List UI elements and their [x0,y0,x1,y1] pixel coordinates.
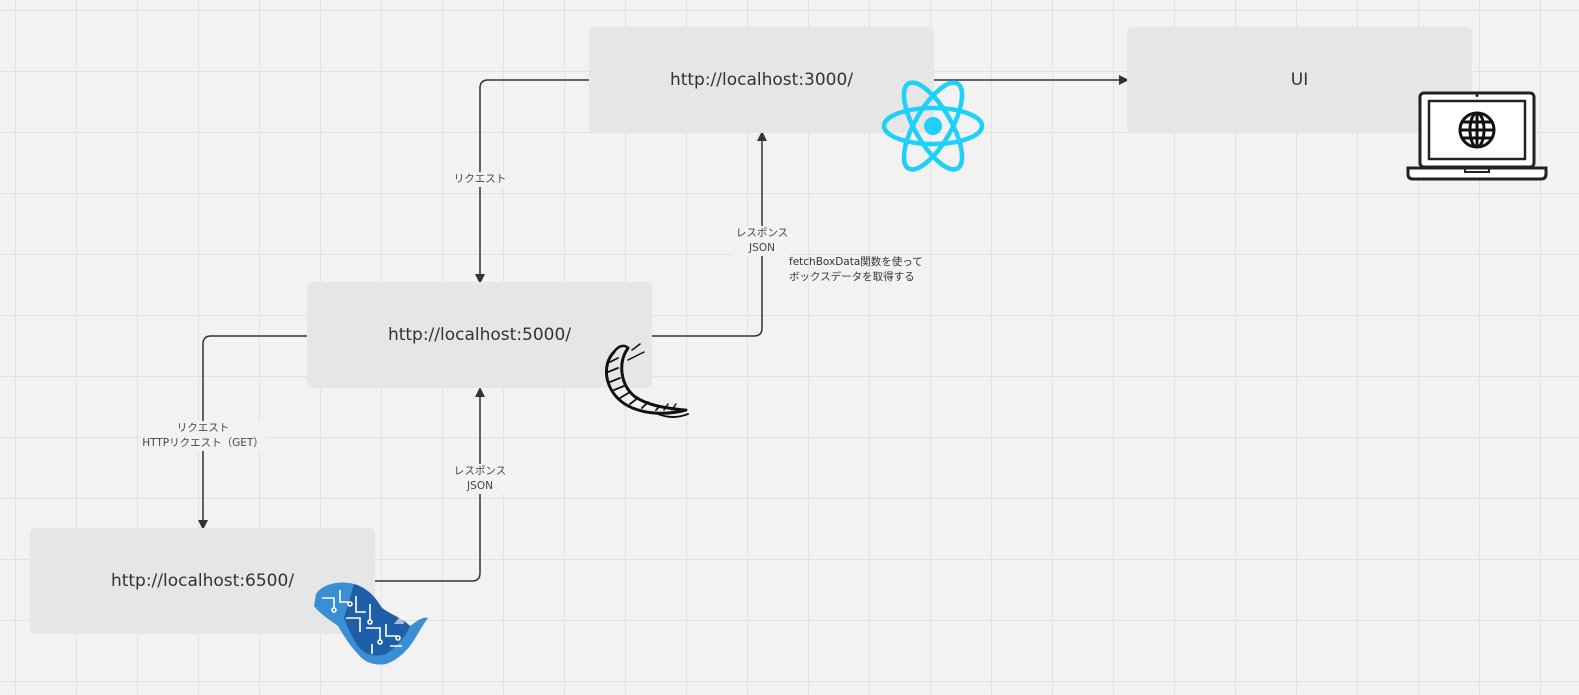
edge-label-rails-to-flask: レスポンス JSON [451,464,509,494]
edge-flask-to-react[interactable] [652,131,767,337]
edge-label-react-to-flask: リクエスト [451,172,509,187]
rails-server-label: http://localhost:6500/ [110,571,295,591]
edge-flask-to-rails[interactable] [198,335,308,530]
ui-node[interactable]: UI [1127,27,1472,133]
edge-label-flask-to-react: レスポンス JSON [733,226,791,256]
ui-label: UI [1290,70,1309,90]
edge-rails-to-flask[interactable] [375,387,485,582]
flask-server-label: http://localhost:5000/ [387,325,572,345]
react-server-node[interactable]: http://localhost:3000/ [589,27,934,133]
flask-server-node[interactable]: http://localhost:5000/ [307,282,652,388]
react-logo-icon [881,80,985,172]
edge-react-to-flask[interactable] [475,79,590,284]
laptop-globe-icon [1406,91,1548,181]
fetch-note: fetchBoxData関数を使って ボックスデータを取得する [789,256,923,283]
edge-label-flask-to-rails: リクエスト HTTPリクエスト（GET） [140,421,266,451]
flask-horn-logo-icon [605,343,689,418]
rhino-logo-icon [314,582,428,665]
rails-server-node[interactable]: http://localhost:6500/ [30,528,375,634]
react-server-label: http://localhost:3000/ [669,70,854,90]
